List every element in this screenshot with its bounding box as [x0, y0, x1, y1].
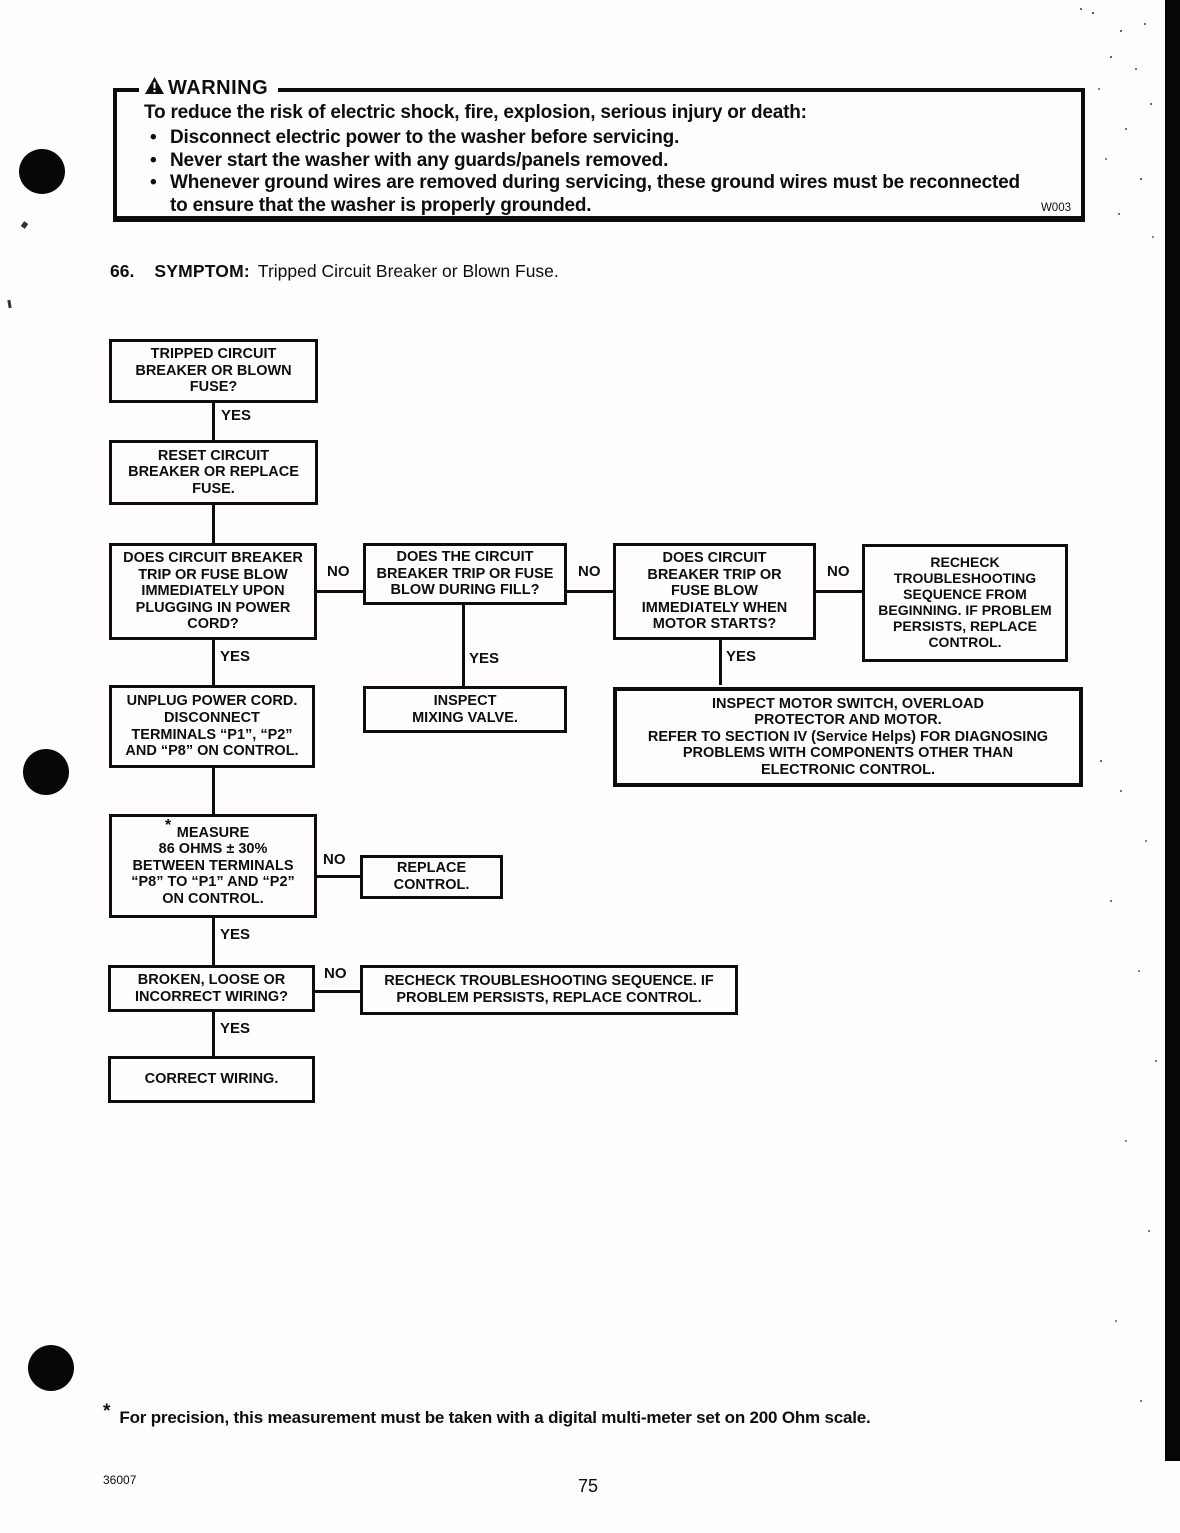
warning-title: WARNING: [139, 77, 279, 100]
connector-line: [212, 1012, 215, 1056]
connector-line: [212, 768, 215, 814]
warning-bullet: Never start the washer with any guards/p…: [144, 150, 1029, 173]
scan-edge-shadow: [1165, 0, 1180, 1461]
label-yes: YES: [221, 407, 252, 424]
symptom-number: 66.: [110, 261, 135, 281]
connector-line: [212, 640, 215, 685]
label-yes: YES: [726, 648, 757, 665]
label-yes: YES: [469, 650, 500, 667]
scan-artifact: [20, 221, 29, 229]
warning-intro: To reduce the risk of electric shock, fi…: [144, 102, 807, 123]
measure-footnote-marker: *: [165, 817, 172, 834]
connector-line: [567, 590, 613, 593]
document-code: 36007: [103, 1473, 137, 1487]
punch-hole-dot: [23, 749, 69, 795]
connector-line: [315, 990, 360, 993]
flow-node-correct-wiring: CORRECT WIRING.: [108, 1056, 315, 1103]
flow-node-replace-control: REPLACE CONTROL.: [360, 855, 503, 899]
flow-node-trip-motor-start-question: DOES CIRCUIT BREAKER TRIP OR FUSE BLOW I…: [613, 543, 816, 640]
flow-node-unplug-disconnect-terminals: UNPLUG POWER CORD. DISCONNECT TERMINALS …: [109, 685, 315, 768]
flow-node-trip-on-plug-in-question: DOES CIRCUIT BREAKER TRIP OR FUSE BLOW I…: [109, 543, 317, 640]
flow-node-recheck-replace-control: RECHECK TROUBLESHOOTING SEQUENCE. IF PRO…: [360, 965, 738, 1015]
warning-title-text: WARNING: [168, 77, 269, 99]
flow-node-broken-wiring-question: BROKEN, LOOSE OR INCORRECT WIRING?: [108, 965, 315, 1012]
scan-noise: [1100, 760, 1102, 762]
symptom-heading: 66. SYMPTOM: Tripped Circuit Breaker or Bl…: [110, 261, 559, 282]
flow-node-recheck-sequence-from-beginning: RECHECK TROUBLESHOOTING SEQUENCE FROM BE…: [862, 544, 1068, 662]
footnote-marker: *: [103, 1401, 111, 1422]
label-yes: YES: [220, 926, 251, 943]
connector-line: [719, 640, 722, 685]
punch-hole-dot: [19, 149, 65, 194]
warning-bullet: Disconnect electric power to the washer …: [144, 127, 1029, 150]
warning-body: To reduce the risk of electric shock, fi…: [117, 92, 1081, 218]
flow-node-inspect-motor-switch: INSPECT MOTOR SWITCH, OVERLOAD PROTECTOR…: [613, 687, 1083, 787]
connector-line: [816, 590, 862, 593]
warning-triangle-icon: [145, 77, 164, 100]
label-yes: YES: [220, 1020, 251, 1037]
page-number: 75: [578, 1476, 599, 1496]
label-no: NO: [578, 563, 601, 580]
scan-artifact: [7, 299, 12, 309]
warning-box: WARNING To reduce the risk of electric s…: [113, 77, 1085, 222]
flow-node-reset-breaker: RESET CIRCUIT BREAKER OR REPLACE FUSE.: [109, 440, 318, 505]
symptom-label: SYMPTOM:: [154, 261, 250, 281]
flow-node-measure-ohms: MEASURE 86 OHMS ± 30% BETWEEN TERMINALS …: [109, 814, 317, 918]
label-yes: YES: [220, 648, 251, 665]
footnote-text: For precision, this measurement must be …: [119, 1408, 871, 1427]
symptom-text: Tripped Circuit Breaker or Blown Fuse.: [257, 261, 559, 281]
flow-node-tripped-breaker-question: TRIPPED CIRCUIT BREAKER OR BLOWN FUSE?: [109, 339, 318, 403]
connector-line: [212, 403, 215, 440]
connector-line: [212, 918, 215, 965]
label-no: NO: [327, 563, 350, 580]
footnote: * For precision, this measurement must b…: [103, 1401, 871, 1428]
flow-node-trip-during-fill-question: DOES THE CIRCUIT BREAKER TRIP OR FUSE BL…: [363, 543, 567, 605]
flow-node-inspect-mixing-valve: INSPECT MIXING VALVE.: [363, 686, 567, 733]
scan-noise: [1080, 8, 1082, 10]
warning-bullet-list: Disconnect electric power to the washer …: [144, 127, 1029, 218]
punch-hole-dot: [28, 1345, 74, 1391]
connector-line: [317, 590, 363, 593]
warning-code: W003: [1040, 202, 1071, 214]
label-no: NO: [827, 563, 850, 580]
connector-line: [317, 875, 360, 878]
warning-bullet: Whenever ground wires are removed during…: [144, 172, 1029, 218]
label-no: NO: [324, 965, 347, 982]
connector-line: [212, 505, 215, 543]
connector-line: [462, 605, 465, 686]
label-no: NO: [323, 851, 346, 868]
